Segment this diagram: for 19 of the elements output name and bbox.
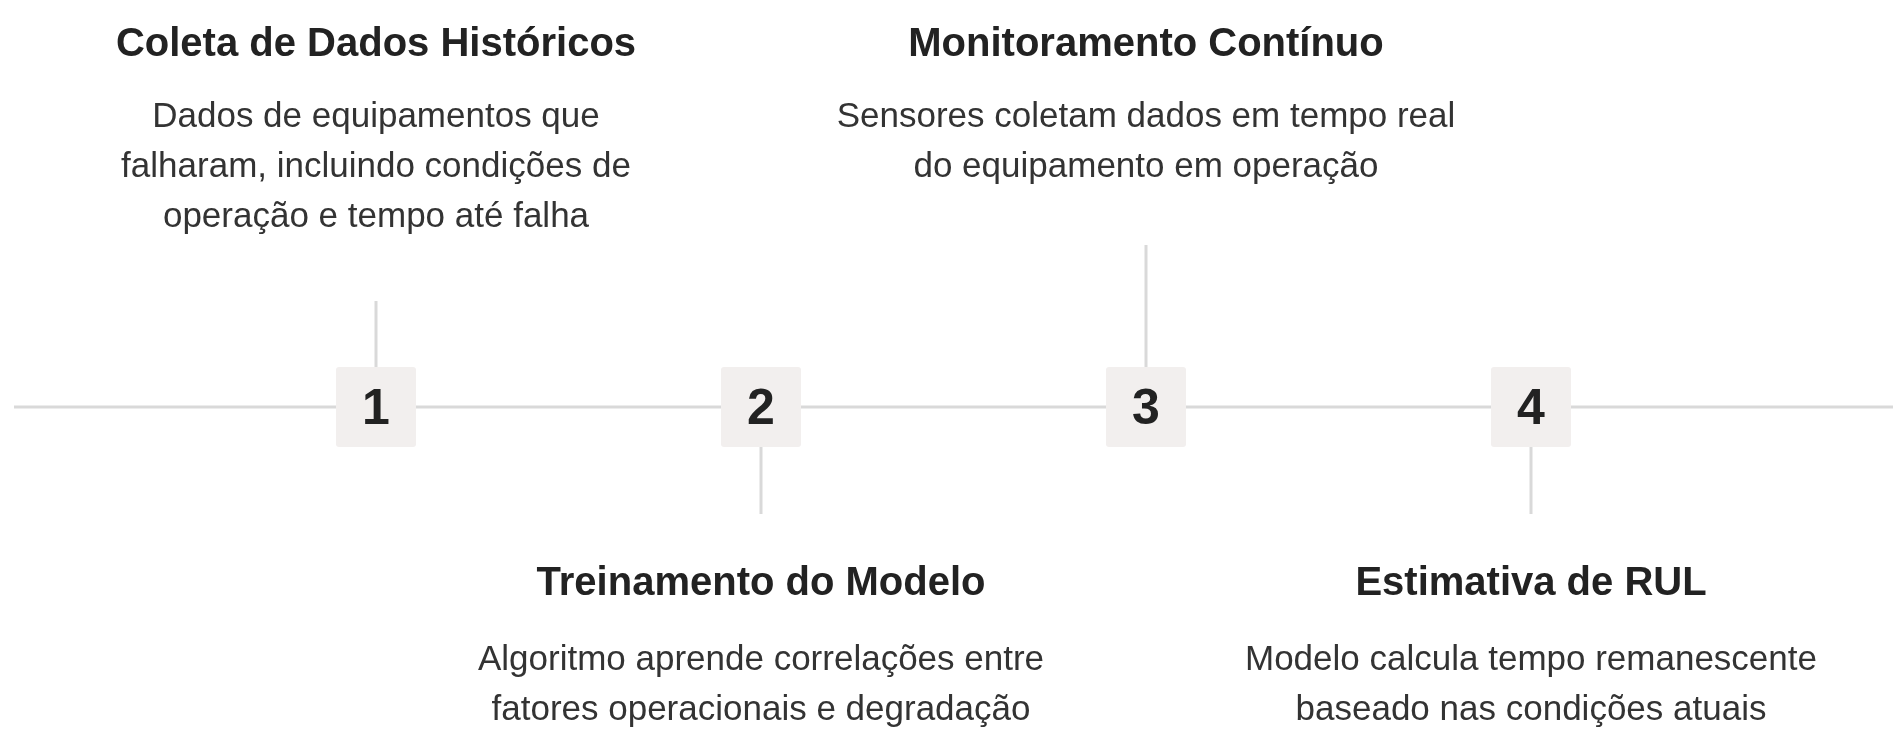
step-number-box: 3 (1106, 367, 1186, 447)
connector-line (1529, 447, 1533, 514)
connector-line (759, 447, 763, 514)
step-number-box: 1 (336, 367, 416, 447)
step-description: Dados de equipamentos que falharam, incluindo condições de operação e tempo até falha (120, 94, 632, 236)
step-title: Estimativa de RUL (1355, 558, 1707, 605)
step-description: Modelo calcula tempo remanescente baseado nas condições atuais (1244, 637, 1818, 729)
step-number-box: 2 (721, 367, 801, 447)
connector-line (416, 405, 721, 409)
step-title: Treinamento do Modelo (536, 558, 986, 605)
step-number-box: 4 (1491, 367, 1571, 447)
connector-line (374, 301, 378, 367)
connector-line (801, 405, 1106, 409)
connector-line (1186, 405, 1491, 409)
connector-line (1144, 245, 1148, 367)
step-description: Sensores coletam dados em tempo real do equipamento em operação (835, 94, 1457, 186)
step-title: Coleta de Dados Históricos (115, 19, 637, 66)
step-title: Monitoramento Contínuo (908, 19, 1384, 66)
step-description: Algoritmo aprende correlações entre fatores operacionais e degradação (476, 637, 1046, 729)
